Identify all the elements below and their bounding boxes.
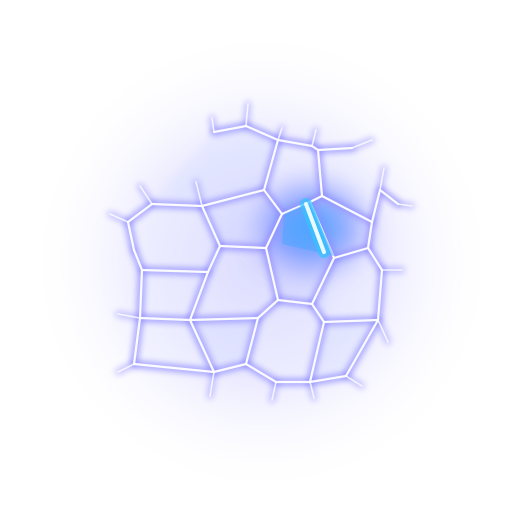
voronoi-cell: [246, 300, 324, 382]
edge-stub: [271, 381, 277, 401]
cell-edge: [218, 244, 268, 250]
edge-stub: [345, 375, 363, 387]
cell-edge: [150, 202, 204, 208]
cell-edge: [344, 318, 380, 378]
cell-edge: [132, 362, 216, 374]
cell-edge: [332, 246, 370, 260]
cell-edge: [320, 194, 374, 224]
edge-stub: [117, 363, 135, 373]
cell-edge: [200, 204, 222, 248]
cell-edge: [308, 374, 348, 384]
cell-edge: [126, 220, 136, 252]
cell-edge: [378, 188, 400, 206]
edge-stub: [209, 371, 215, 397]
edge-stub: [245, 103, 249, 127]
cell-edge: [276, 298, 314, 306]
cell-edge: [308, 320, 326, 384]
cell-edge: [138, 268, 144, 320]
edge-stub: [109, 213, 129, 223]
edge-stub: [397, 203, 413, 207]
edge-stub: [377, 319, 389, 343]
cell-edge: [308, 194, 324, 204]
edge-stub: [379, 167, 385, 191]
cell-edge: [140, 268, 210, 274]
cell-edge: [126, 202, 154, 224]
cell-edge: [244, 316, 260, 366]
cell-edge: [200, 188, 266, 208]
voronoi-cell: [190, 318, 258, 372]
cell-edge: [256, 298, 280, 320]
edge-stub: [139, 185, 153, 205]
edge-stub: [117, 313, 141, 319]
cell-edge: [264, 246, 280, 302]
cell-edge: [310, 144, 320, 152]
cell-edge: [264, 212, 284, 250]
edge-stub: [211, 117, 215, 133]
highlighted-edge: [282, 198, 334, 258]
voronoi-cell: [310, 320, 378, 382]
cell-edge: [206, 244, 222, 274]
cell-edge: [376, 268, 384, 322]
cell-edge: [316, 148, 324, 198]
voronoi-cell: [152, 126, 278, 206]
cell-edge: [244, 362, 278, 384]
highlight-edge: [304, 202, 326, 254]
cell-edge: [188, 316, 260, 322]
cell-edge: [138, 316, 192, 322]
cell-edge: [262, 138, 280, 192]
edge-stub: [309, 381, 315, 399]
cell-edge: [322, 318, 380, 324]
cell-edge: [212, 124, 248, 134]
cell-edge: [132, 248, 144, 272]
edge-stub: [195, 181, 203, 207]
cell-edge: [366, 220, 374, 250]
edge-stub: [277, 127, 283, 141]
cell-edge: [132, 316, 142, 366]
cell-edge: [316, 146, 354, 152]
edge-layer: [109, 103, 413, 401]
edge-stub: [351, 139, 373, 149]
cell-edge: [262, 188, 284, 216]
voronoi-cell: [140, 270, 208, 320]
cell-edge: [370, 188, 382, 224]
cell-edge: [310, 302, 326, 324]
cell-edge: [188, 318, 216, 374]
cell-edge: [212, 362, 248, 374]
cell-edge: [188, 270, 210, 322]
cell-edge: [276, 138, 314, 148]
edge-stub: [311, 129, 317, 147]
cell-edge: [244, 124, 280, 142]
cell-edge: [310, 256, 336, 306]
voronoi-cell: [128, 204, 220, 272]
cell-edge: [366, 246, 384, 272]
